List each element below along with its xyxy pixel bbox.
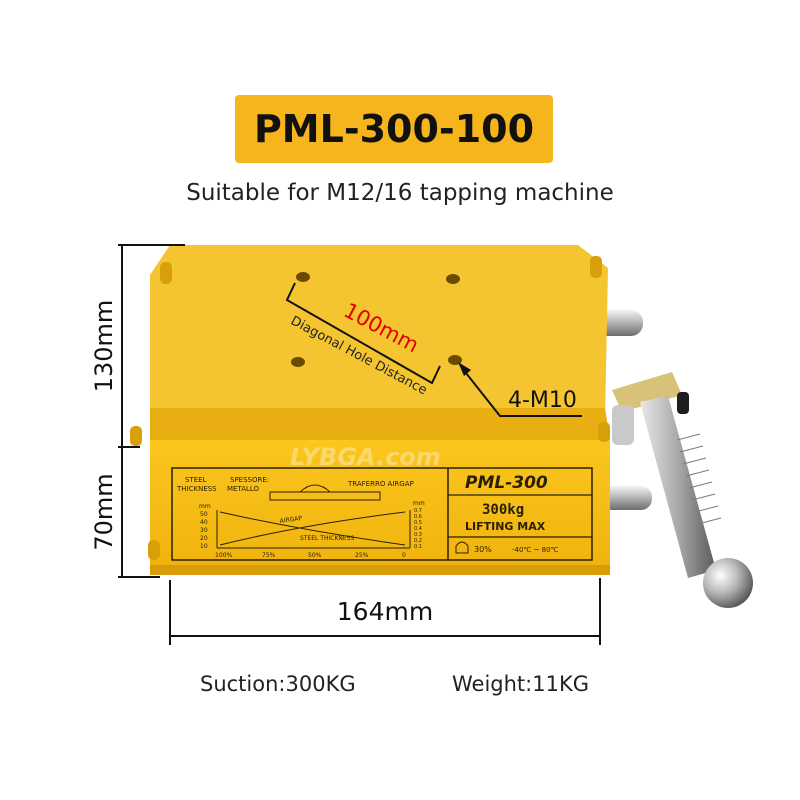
plate-lifting: LIFTING MAX <box>465 520 546 533</box>
traferro-label: TRAFERRO AIRGAP <box>347 480 414 488</box>
subtitle: Suitable for M12/16 tapping machine <box>186 180 614 206</box>
right-tick: 0.7 <box>414 508 422 514</box>
plate-temperature: -40℃ ~ 80℃ <box>512 546 559 554</box>
arrow-icon <box>458 362 471 376</box>
suction-label: Suction:300KG <box>200 672 356 696</box>
mm-right-label: mm <box>413 500 425 507</box>
x-tick: 50% <box>308 552 322 559</box>
plate-capacity: 300kg <box>482 502 524 518</box>
label-plate-text: STEEL THICKNESS SPESSORE: METALLO TRAFER… <box>176 473 559 559</box>
y-tick: 10 <box>200 543 208 550</box>
magnet-top-face <box>150 245 608 420</box>
mount-hole <box>291 357 305 367</box>
dimension-lines <box>118 244 601 645</box>
plate-model: PML-300 <box>465 473 548 493</box>
chrome-rod-lower <box>600 486 652 510</box>
title-text: PML-300-100 <box>253 107 535 151</box>
y-tick: 20 <box>200 535 208 542</box>
right-tick: 0.1 <box>414 544 422 550</box>
y-tick: 40 <box>200 519 208 526</box>
title-badge: PML-300-100 <box>235 95 553 163</box>
watermark: LYBGA.com <box>290 443 441 471</box>
right-tick: 0.3 <box>414 532 422 538</box>
metallo-label: METALLO <box>227 485 260 493</box>
x-tick: 0 <box>402 552 406 559</box>
height-bottom-label: 70mm <box>90 473 118 550</box>
x-tick: 25% <box>355 552 369 559</box>
right-tick: 0.4 <box>414 526 422 532</box>
magnet-ridge <box>150 408 610 440</box>
y-tick: 30 <box>200 527 208 534</box>
thickness-label: THICKNESS <box>176 485 217 493</box>
y-tick: 50 <box>200 511 208 518</box>
label-plate <box>171 467 593 561</box>
weight-label: Weight:11KG <box>452 672 590 696</box>
x-tick: 75% <box>262 552 276 559</box>
x-tick: 100% <box>215 552 232 559</box>
handle-assembly <box>612 372 753 608</box>
airgap-curve-label: AIRGAP <box>279 515 303 525</box>
thread-label: 4-M10 <box>508 388 577 413</box>
bell-icon <box>455 541 469 554</box>
right-tick: 0.6 <box>414 514 422 520</box>
mount-hole <box>296 272 310 282</box>
height-top-label: 130mm <box>90 300 118 393</box>
steel-curve-label: STEEL THICKNESS <box>300 535 354 542</box>
mount-hole <box>446 274 460 284</box>
steel-label: STEEL <box>185 476 207 484</box>
right-tick: 0.5 <box>414 520 422 526</box>
right-tick: 0.2 <box>414 538 422 544</box>
spessore-label: SPESSORE: <box>230 476 269 484</box>
plate-percent: 30% <box>474 545 492 554</box>
magnet-front-face <box>150 440 610 572</box>
mm-left-label: mm <box>199 503 211 510</box>
width-label: 164mm <box>337 597 433 626</box>
